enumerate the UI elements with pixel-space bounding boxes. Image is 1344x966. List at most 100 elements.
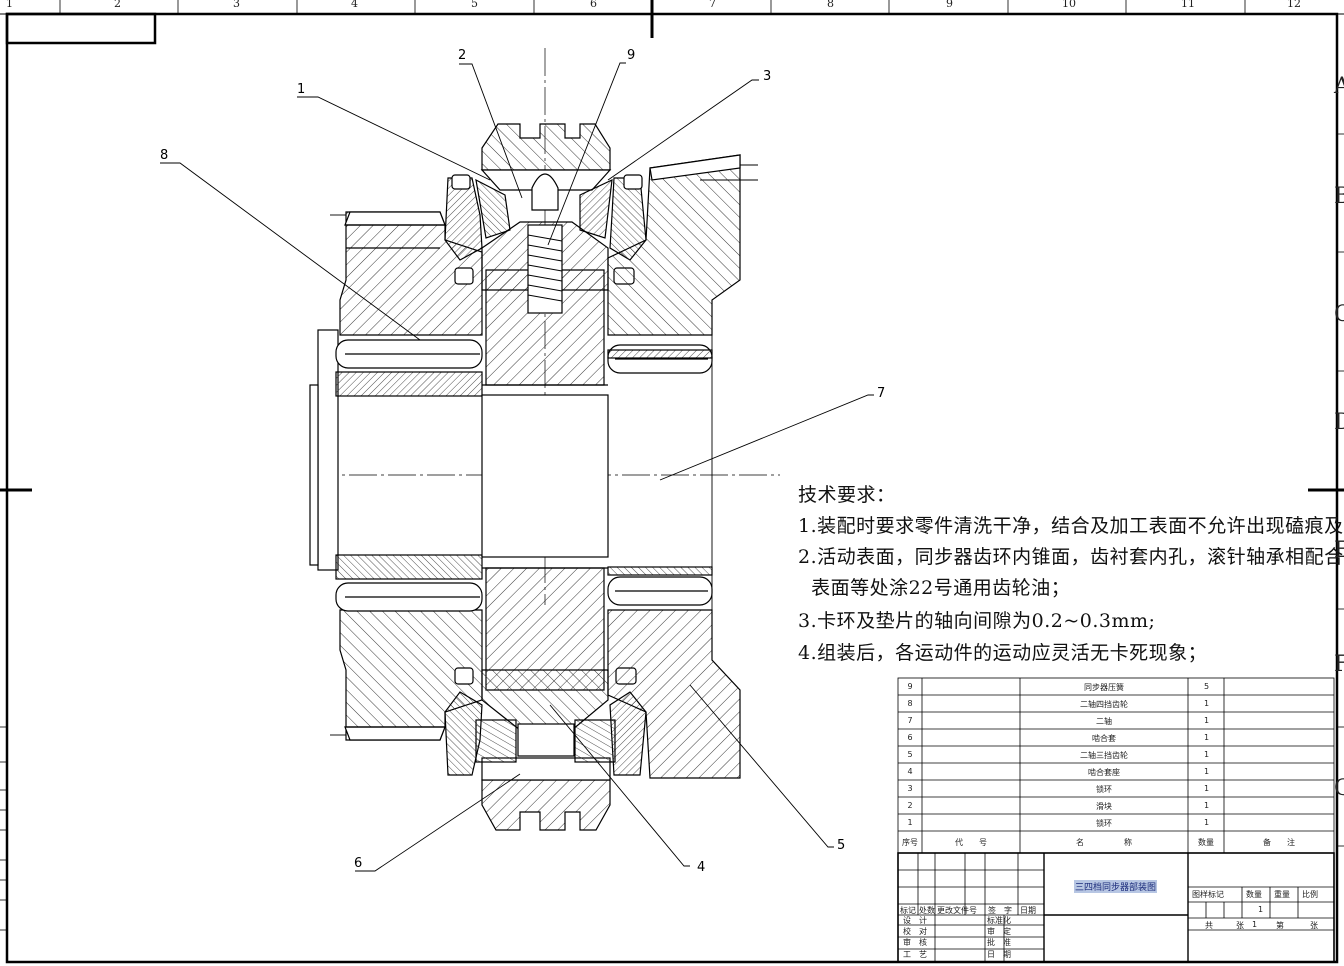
- role-label: 日 期: [987, 950, 1011, 959]
- right-outline: [330, 164, 758, 736]
- bom-name: 锁环: [1096, 785, 1112, 794]
- grid-row-label: B: [1334, 184, 1344, 209]
- stage-header: 数量: [1246, 890, 1262, 899]
- grid-row-label: C: [1334, 302, 1344, 327]
- bom-no: 2: [907, 801, 913, 810]
- title-block-grid: [897, 852, 1335, 963]
- requirements-heading: 技术要求：: [798, 484, 896, 506]
- bom-no: 6: [907, 733, 913, 742]
- bom-qty: 5: [1204, 682, 1210, 691]
- bom-name: 滑块: [1096, 802, 1112, 811]
- balloon-2: 2: [458, 48, 467, 63]
- bom-no: 3: [907, 784, 913, 793]
- bom-no: 8: [907, 699, 913, 708]
- bom-no: 7: [907, 716, 913, 725]
- grid-col-label: 2: [114, 0, 121, 10]
- grid-col-label: 4: [351, 0, 358, 10]
- bom-name: 锁环: [1096, 819, 1112, 828]
- balloon-6: 6: [354, 856, 363, 871]
- bom-name: 二轴三挡齿轮: [1080, 751, 1128, 760]
- grid-col-label: 11: [1181, 0, 1195, 10]
- bom-name: 同步器压簧: [1084, 683, 1124, 692]
- role-label: 审 定: [987, 927, 1011, 936]
- sheet-text: 张: [1236, 921, 1244, 930]
- grid-col-label: 10: [1062, 0, 1076, 10]
- stage-header: 图样标记: [1192, 890, 1224, 899]
- sheet-text: 共: [1205, 921, 1213, 930]
- bom-qty: 1: [1204, 750, 1210, 759]
- balloon-3: 3: [763, 69, 772, 84]
- bom-qty: 1: [1204, 818, 1210, 827]
- bom-qty: 1: [1204, 784, 1210, 793]
- sleeve-6-upper: [480, 123, 612, 211]
- grid-col-label: 9: [946, 0, 953, 10]
- sync-hub-4-upper: [481, 221, 609, 314]
- stage-header: 比例: [1302, 890, 1318, 899]
- bom-name: 啮合套: [1092, 734, 1116, 743]
- grid-col-label: 6: [590, 0, 597, 10]
- requirement-line: 表面等处涂22号通用齿轮油；: [798, 577, 1071, 599]
- shaft-7: [481, 269, 609, 691]
- bom-qty: 1: [1204, 733, 1210, 742]
- bom-no: 4: [907, 767, 913, 776]
- bom-name: 二轴四挡齿轮: [1080, 700, 1128, 709]
- balloon-7: 7: [877, 386, 886, 401]
- requirement-line: 4.组装后，各运动件的运动应灵活无卡死现象；: [798, 642, 1208, 664]
- grid-row-label: G: [1334, 776, 1344, 801]
- balloon-8: 8: [160, 148, 169, 163]
- bom-header-name: 名 称: [1076, 838, 1132, 847]
- gear-5-section: [607, 154, 741, 779]
- sync-rings-upper: [444, 174, 647, 285]
- change-header: 处数: [919, 906, 935, 915]
- role-label: 设 计: [903, 916, 927, 925]
- bom-header-code: 代 号: [955, 838, 987, 847]
- role-label: 校 对: [903, 927, 927, 936]
- bom-qty: 1: [1204, 716, 1210, 725]
- change-header: 标记: [900, 906, 916, 915]
- change-header: 日期: [1020, 906, 1036, 915]
- role-label: 审 核: [903, 938, 927, 947]
- change-header: 更改文件号: [937, 906, 977, 915]
- grid-col-label: 7: [709, 0, 716, 10]
- role-label: 工 艺: [903, 950, 927, 959]
- sleeve-6-lower: [481, 757, 611, 831]
- bom-qty: 1: [1204, 699, 1210, 708]
- sync-hub-4-lower: [481, 669, 609, 757]
- change-header: 签 字: [988, 906, 1012, 915]
- requirement-line: 3.卡环及垫片的轴向间隙为0.2~0.3mm;: [798, 610, 1156, 632]
- bom-qty: 1: [1204, 801, 1210, 810]
- left-bushing: [309, 329, 483, 612]
- grid-col-label: 3: [233, 0, 240, 10]
- gear-8-section-lower: [339, 609, 483, 741]
- sheet-text: 第: [1276, 921, 1284, 930]
- bom-no: 5: [907, 750, 913, 759]
- role-label: 批 准: [987, 938, 1011, 947]
- grid-col-label: 12: [1287, 0, 1301, 10]
- sheet-value: 1: [1252, 920, 1258, 929]
- bom-name: 啮合套座: [1088, 768, 1120, 777]
- sheet-text: 张: [1310, 921, 1318, 930]
- bom-qty: 1: [1204, 767, 1210, 776]
- leader-lines: [160, 62, 874, 872]
- requirement-line: 1.装配时要求零件清洗干净，结合及加工表面不允许出现磕痕及毛刺；: [798, 515, 1344, 537]
- bom-header-no: 序号: [902, 838, 918, 847]
- balloon-5: 5: [837, 838, 846, 853]
- balloon-1: 1: [297, 82, 306, 97]
- stage-header: 重量: [1274, 890, 1290, 899]
- requirement-line: 2.活动表面，同步器齿环内锥面，齿衬套内孔，滚针轴承相配合的: [798, 546, 1344, 568]
- grid-row-label: E: [1334, 538, 1344, 563]
- bom-no: 1: [907, 818, 913, 827]
- bom-name: 二轴: [1096, 717, 1112, 726]
- bom-header-note: 备 注: [1263, 838, 1295, 847]
- grid-col-label: 5: [471, 0, 478, 10]
- bom-header-qty: 数量: [1198, 838, 1214, 847]
- bom-no: 9: [907, 682, 913, 691]
- role-label: 标准化: [987, 916, 1011, 925]
- grid-row-label: D: [1334, 410, 1344, 435]
- grid-col-label: 8: [827, 0, 834, 10]
- qty-value: 1: [1258, 905, 1264, 914]
- balloon-4: 4: [697, 860, 706, 875]
- grid-row-label: F: [1334, 652, 1344, 677]
